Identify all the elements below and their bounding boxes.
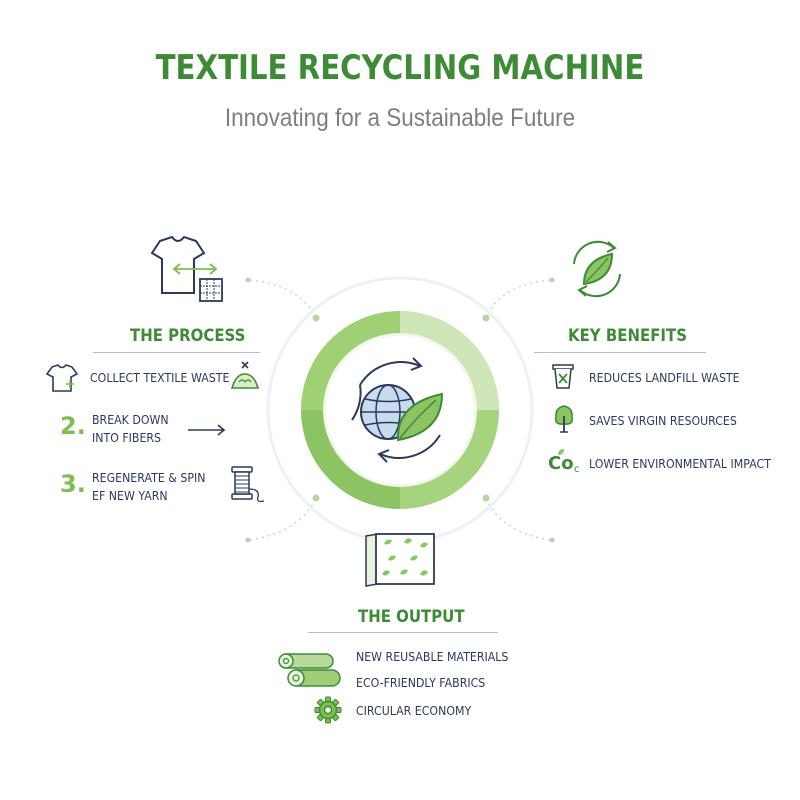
page-subtitle: Innovating for a Sustainable Future bbox=[224, 104, 576, 132]
benefits-heading: KEY BENEFITS bbox=[568, 326, 687, 346]
benefits-divider bbox=[534, 352, 706, 353]
output-item-3-text: CIRCULAR ECONOMY bbox=[356, 703, 472, 718]
process-divider bbox=[93, 352, 260, 353]
tshirt-icon bbox=[45, 364, 79, 392]
recycle-leaf-icon bbox=[573, 240, 621, 298]
tree-icon bbox=[554, 405, 574, 433]
process-step-1-text: COLLECT TEXTILE WASTE bbox=[90, 370, 230, 385]
output-divider bbox=[308, 632, 498, 633]
co2-icon: Co c bbox=[548, 449, 582, 479]
process-step-3-line2: EF NEW YARN bbox=[92, 488, 168, 503]
co2-icon-text: Co bbox=[548, 453, 574, 474]
leaf-icon bbox=[396, 392, 444, 442]
process-step-3-line1: REGENERATE & SPIN bbox=[92, 470, 206, 485]
process-step-2-line2: INTO FIBERS bbox=[92, 430, 162, 445]
fiber-pile-icon bbox=[230, 361, 260, 389]
arrow-right-icon bbox=[188, 424, 226, 436]
process-step-2-line1: BREAK DOWN bbox=[92, 412, 169, 427]
benefit-2-text: SAVES VIRGIN RESOURCES bbox=[589, 413, 737, 428]
process-step-3-number: 3. bbox=[60, 470, 86, 498]
fabric-rolls-icon bbox=[278, 653, 341, 687]
output-item-2-text: ECO-FRIENDLY FABRICS bbox=[356, 675, 486, 690]
co2-icon-subscript: c bbox=[574, 464, 580, 475]
benefit-1-text: REDUCES LANDFILL WASTE bbox=[589, 370, 740, 385]
benefit-3-text: LOWER ENVIRONMENTAL IMPACT bbox=[589, 456, 771, 471]
tshirt-fabric-icon bbox=[150, 235, 223, 302]
page-title: TEXTILE RECYCLING MACHINE bbox=[155, 48, 645, 88]
yarn-spool-icon bbox=[231, 466, 265, 503]
fabric-swatch-icon bbox=[365, 533, 435, 587]
process-heading: THE PROCESS bbox=[130, 326, 246, 346]
output-heading: THE OUTPUT bbox=[358, 607, 465, 627]
output-item-1-text: NEW REUSABLE MATERIALS bbox=[356, 649, 509, 664]
small-leaf-icon bbox=[558, 449, 564, 455]
gear-icon bbox=[314, 696, 342, 724]
recycling-ring bbox=[301, 311, 499, 509]
trash-bin-icon bbox=[552, 364, 574, 389]
process-step-2-number: 2. bbox=[60, 412, 86, 440]
